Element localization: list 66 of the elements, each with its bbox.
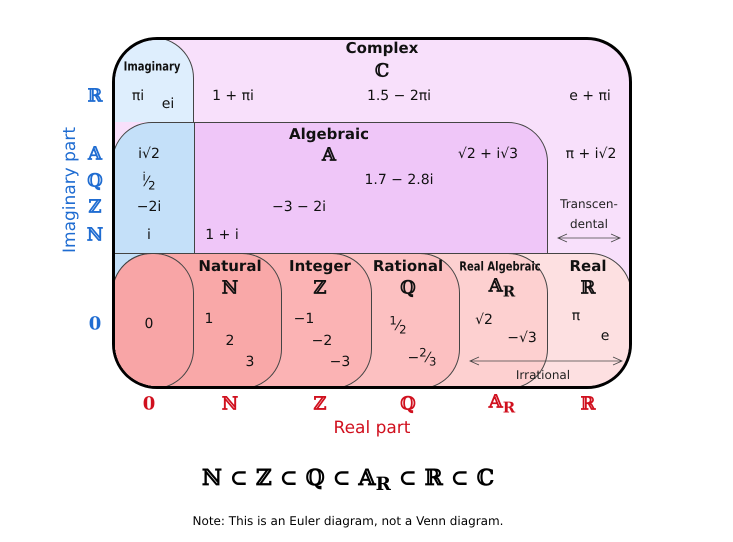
- example-number: e: [600, 328, 610, 344]
- example-number: e + πi: [569, 88, 611, 104]
- axis-tick-label: ℚ: [87, 170, 103, 192]
- set-region: [112, 37, 632, 389]
- axis-tick-label: ℕ: [222, 394, 238, 414]
- example-number: i: [147, 227, 151, 243]
- example-number: πi: [132, 88, 144, 104]
- axis-tick-label: ℤ: [88, 196, 102, 218]
- example-number: $^{1}$⁄$_{2}$: [389, 313, 407, 337]
- set-symbol: ℝ: [580, 278, 596, 298]
- set-name: Natural: [198, 257, 262, 275]
- set-name: Real: [570, 257, 606, 275]
- subset-formula: ℕ ⊂ ℤ ⊂ ℚ ⊂ 𝔸$_{R}$ ⊂ ℝ ⊂ ℂ: [202, 464, 494, 496]
- example-number: ei: [162, 96, 174, 112]
- example-number: π: [572, 308, 580, 324]
- axis-tick-label: ℚ: [400, 394, 416, 414]
- example-number: 2: [226, 333, 234, 349]
- region-note: Transcen-dental: [559, 196, 619, 233]
- example-number: i√2: [138, 146, 160, 162]
- set-name: Complex: [346, 40, 418, 57]
- example-number: 1 + πi: [212, 88, 254, 104]
- example-number: 1: [204, 311, 214, 327]
- set-region: [115, 253, 460, 386]
- axis-tick-label: 𝔸$_{R}$: [488, 392, 516, 416]
- axis-tick-label: 0: [142, 394, 156, 414]
- axis-tick-label: 𝔸: [88, 144, 102, 164]
- example-number: π + i√2: [566, 146, 616, 162]
- example-number: −3 − 2i: [272, 199, 326, 215]
- set-region: [115, 40, 194, 122]
- example-number: $^{i}$⁄$_{2}$: [142, 169, 156, 193]
- axis-tick-label: 0: [88, 314, 102, 334]
- set-name: Integer: [289, 257, 351, 275]
- example-number: −1: [294, 311, 314, 327]
- set-region: [115, 253, 194, 386]
- axis-tick-label: ℝ: [88, 86, 102, 106]
- example-number: 1 + i: [205, 227, 239, 243]
- caption: Note: This is an Euler diagram, not a Venn diagram.: [192, 514, 504, 528]
- set-symbol: ℕ: [222, 278, 238, 298]
- axis-tick-label: ℤ: [313, 394, 327, 414]
- example-number: √2 + i√3: [458, 146, 518, 162]
- set-symbol: 𝔸: [322, 144, 336, 166]
- example-number: −3: [330, 354, 350, 370]
- example-number: −√3: [507, 330, 537, 346]
- axis-tick-label: ℝ: [580, 394, 596, 414]
- axis-title: Imaginary part: [60, 127, 80, 253]
- example-number: 1.7 − 2.8i: [364, 172, 434, 188]
- set-name: Algebraic: [289, 125, 369, 143]
- example-number: −2i: [136, 199, 162, 215]
- set-region: [115, 253, 372, 386]
- set-region: [115, 122, 548, 254]
- axis-title: Real part: [334, 418, 410, 438]
- example-number: −2: [312, 333, 332, 349]
- example-number: 1.5 − 2πi: [366, 88, 432, 104]
- set-symbol: 𝔸$_{R}$: [488, 276, 516, 300]
- set-name: Imaginary: [124, 58, 180, 74]
- example-number: √2: [475, 312, 493, 328]
- set-symbol: ℂ: [374, 60, 390, 82]
- example-number: 3: [246, 354, 254, 370]
- set-region: [115, 253, 282, 386]
- set-symbol: ℚ: [400, 278, 416, 298]
- axis-tick-label: ℕ: [86, 224, 104, 246]
- set-region: [115, 253, 629, 386]
- set-name: Rational: [372, 257, 444, 275]
- example-number: −$^{2}$⁄$_{3}$: [408, 345, 436, 369]
- example-number: 0: [144, 316, 154, 332]
- set-symbol: ℤ: [313, 278, 327, 298]
